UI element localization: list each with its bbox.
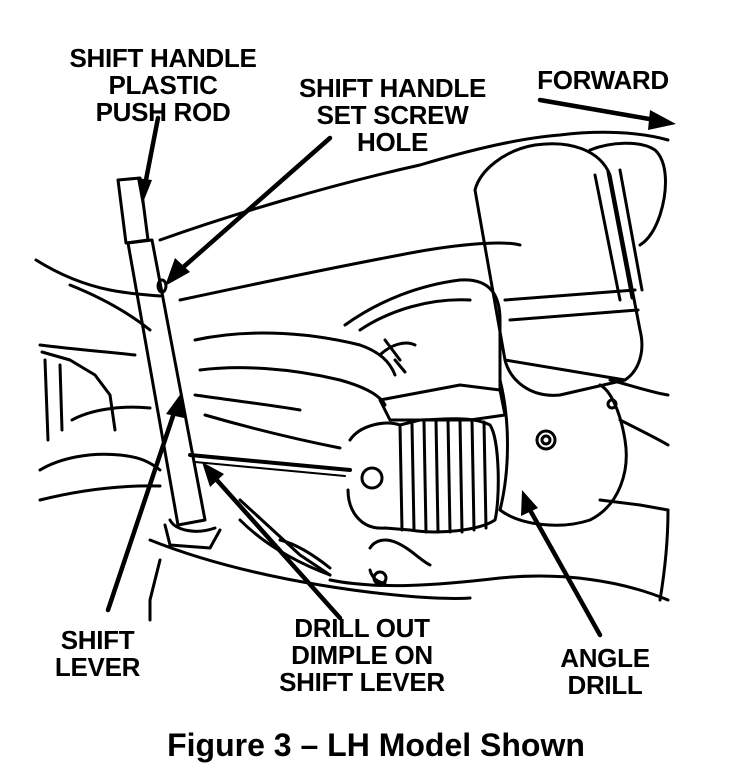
label-line: DIMPLE ON	[291, 640, 433, 670]
label-line: HOLE	[356, 127, 429, 157]
label-line: SHIFT HANDLE	[298, 73, 487, 103]
angle-drill	[343, 141, 667, 534]
label-line: PLASTIC	[108, 70, 218, 100]
label-forward: FORWARD	[528, 67, 678, 94]
label-line: ANGLE	[560, 643, 650, 673]
drill-bit	[188, 453, 352, 477]
label-line: FORWARD	[537, 65, 669, 95]
label-drill-out-dimple: DRILL OUT DIMPLE ON SHIFT LEVER	[262, 615, 462, 696]
label-shift-lever: SHIFT LEVER	[40, 627, 155, 681]
shift-lever	[116, 176, 222, 550]
label-set-screw-hole: SHIFT HANDLE SET SCREW HOLE	[285, 75, 500, 156]
figure-caption: Figure 3 – LH Model Shown	[167, 727, 585, 763]
label-line: LEVER	[54, 652, 141, 682]
label-line: DRILL	[567, 670, 643, 700]
label-line: SET SCREW	[316, 100, 469, 130]
label-line: DRILL OUT	[294, 613, 430, 643]
label-line: SHIFT	[60, 625, 135, 655]
label-angle-drill: ANGLE DRILL	[540, 645, 670, 699]
label-line: PUSH ROD	[95, 97, 231, 127]
label-line: SHIFT LEVER	[279, 667, 445, 697]
label-line: SHIFT HANDLE	[69, 43, 257, 73]
label-shift-handle-push-rod: SHIFT HANDLE PLASTIC PUSH ROD	[58, 45, 268, 126]
leader-arrows	[105, 97, 676, 638]
